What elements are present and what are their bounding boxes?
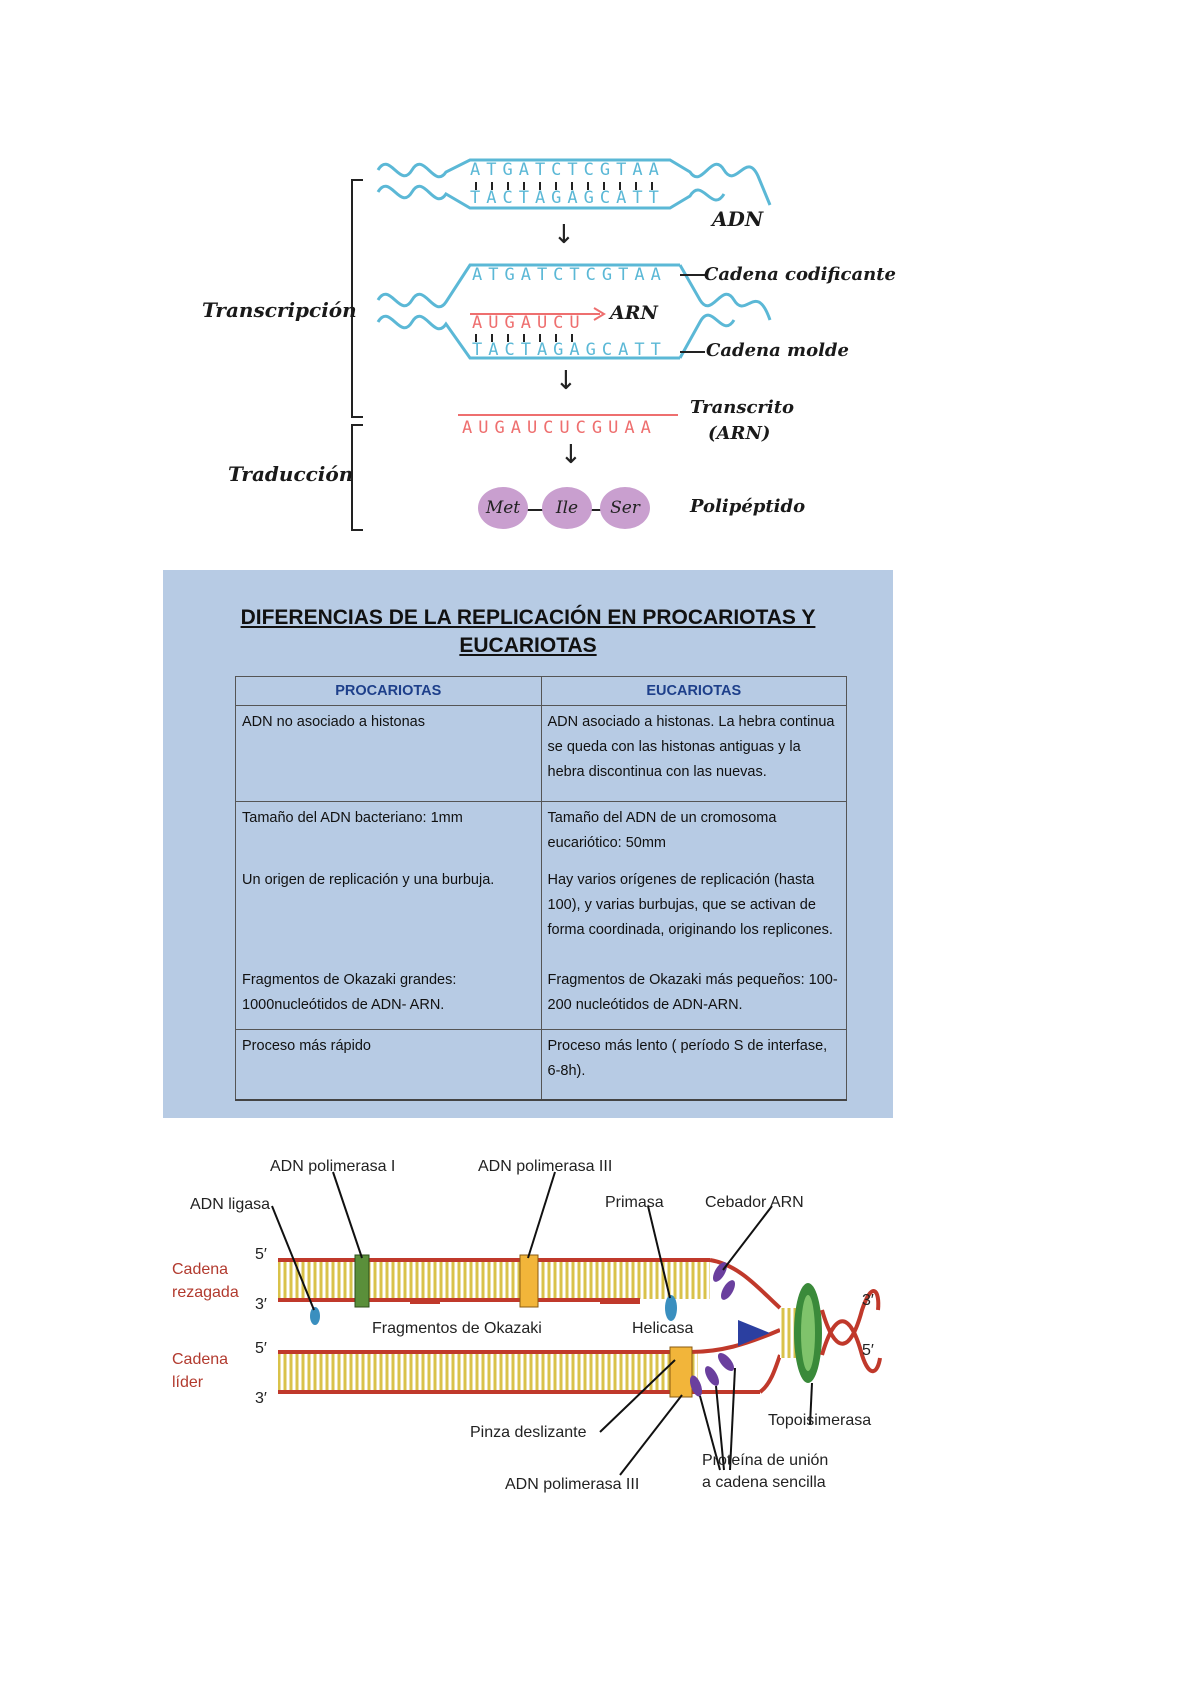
label-okazaki: Fragmentos de Okazaki bbox=[372, 1320, 542, 1337]
label-5prime-helix: 5′ bbox=[862, 1342, 874, 1359]
cell-procariota: Tamaño del ADN bacteriano: 1mm bbox=[235, 801, 542, 864]
table-row: Proceso más rápido Proceso más lento ( p… bbox=[235, 1029, 848, 1101]
diagram-bracket-lines bbox=[351, 158, 772, 531]
label-primasa: Primasa bbox=[605, 1194, 664, 1211]
ligase-shape bbox=[310, 1307, 320, 1325]
aminoacid-met: Met bbox=[478, 487, 528, 529]
table-row: Fragmentos de Okazaki grandes: 1000nucle… bbox=[235, 963, 848, 1030]
pointer-lines bbox=[271, 1171, 813, 1476]
label-leading-strand-1: Cadena bbox=[172, 1351, 229, 1368]
bond-lines-1 bbox=[475, 182, 653, 190]
down-arrow-icon: ↓ bbox=[560, 440, 582, 470]
helicase-shape bbox=[738, 1320, 770, 1346]
label-3prime-leading: 3′ bbox=[255, 1390, 267, 1407]
aminoacid-ile: Ile bbox=[542, 487, 592, 529]
label-dna-ligasa: ADN ligasa bbox=[190, 1196, 271, 1213]
cell-procariota: Fragmentos de Okazaki grandes: 1000nucle… bbox=[235, 963, 542, 1030]
label-adn: ADN bbox=[712, 207, 764, 231]
dna-pol-i-shape bbox=[354, 1254, 370, 1308]
cell-eucariota: ADN asociado a histonas. La hebra contin… bbox=[540, 705, 848, 802]
label-traduccion: Traducción bbox=[228, 462, 354, 486]
label-coding-strand: Cadena codificante bbox=[704, 264, 896, 285]
cell-eucariota: Fragmentos de Okazaki más pequeños: 100-… bbox=[540, 963, 848, 1030]
header-eucariotas: EUCARIOTAS bbox=[540, 676, 848, 706]
label-dna-pol-iii-bottom: ADN polimerasa III bbox=[505, 1476, 640, 1493]
leading-duplex bbox=[278, 1353, 698, 1391]
transcript-sequence: AUGAUCUCGUAA bbox=[462, 418, 657, 438]
label-transcripcion: Transcripción bbox=[202, 298, 357, 322]
table-row: Tamaño del ADN bacteriano: 1mm Tamaño de… bbox=[235, 801, 848, 864]
aminoacid-ser: Ser bbox=[600, 487, 650, 529]
cell-procariota: Proceso más rápido bbox=[235, 1029, 542, 1101]
table-row: Un origen de replicación y una burbuja. … bbox=[235, 863, 848, 964]
comparison-table-section: DIFERENCIAS DE LA REPLICACIÓN EN PROCARI… bbox=[163, 570, 893, 1118]
header-procariotas: PROCARIOTAS bbox=[235, 676, 542, 706]
table-title-line1: DIFERENCIAS DE LA REPLICACIÓN EN PROCARI… bbox=[240, 606, 816, 629]
cell-eucariota: Proceso más lento ( período S de interfa… bbox=[540, 1029, 848, 1101]
down-arrow-icon: ↓ bbox=[555, 366, 577, 396]
label-arn: ARN bbox=[610, 302, 658, 324]
label-lagging-strand-2: rezagada bbox=[172, 1284, 239, 1301]
comparison-table: PROCARIOTAS EUCARIOTAS ADN no asociado a… bbox=[235, 676, 848, 1101]
label-leading-strand-2: líder bbox=[172, 1374, 204, 1391]
label-3prime-helix: 3′ bbox=[862, 1292, 874, 1309]
label-5prime-lagging: 5′ bbox=[255, 1246, 267, 1263]
template-strand-sequence: TACTAGAGCATT bbox=[472, 340, 667, 360]
label-cebador-arn: Cebador ARN bbox=[705, 1194, 804, 1211]
dna-pol-iii-bottom-shape bbox=[669, 1346, 693, 1398]
bond-lines-2 bbox=[475, 334, 573, 342]
label-pinza-deslizante: Pinza deslizante bbox=[470, 1424, 587, 1441]
coding-strand-sequence: ATGATCTCGTAA bbox=[472, 265, 667, 285]
down-arrow-icon: ↓ bbox=[553, 220, 575, 250]
label-transcrito-arn: (ARN) bbox=[708, 423, 771, 444]
label-template-strand: Cadena molde bbox=[706, 340, 849, 361]
label-3prime-lagging: 3′ bbox=[255, 1296, 267, 1313]
table-header-row: PROCARIOTAS EUCARIOTAS bbox=[235, 676, 848, 706]
cell-eucariota: Tamaño del ADN de un cromosoma eucarióti… bbox=[540, 801, 848, 864]
label-5prime-leading: 5′ bbox=[255, 1340, 267, 1357]
primase-shape bbox=[665, 1295, 677, 1321]
label-helicasa: Helicasa bbox=[632, 1320, 694, 1337]
replication-fork-graphic bbox=[271, 1171, 882, 1476]
rna-sequence: AUGAUCU bbox=[472, 313, 586, 333]
dna-top-sequence: ATGATCTCGTAA bbox=[470, 160, 665, 180]
cell-eucariota: Hay varios orígenes de replicación (hast… bbox=[540, 863, 848, 964]
label-ssb-1: Proteína de unión bbox=[702, 1452, 829, 1469]
label-topoisomerasa: Topoisimerasa bbox=[768, 1412, 872, 1429]
cell-procariota: Un origen de replicación y una burbuja. bbox=[235, 863, 542, 964]
label-dna-pol-i: ADN polimerasa I bbox=[270, 1158, 396, 1175]
label-dna-pol-iii-top: ADN polimerasa III bbox=[478, 1158, 613, 1175]
dna-pol-iii-top-shape bbox=[519, 1254, 539, 1308]
label-lagging-strand-1: Cadena bbox=[172, 1261, 229, 1278]
label-transcrito: Transcrito bbox=[690, 397, 795, 418]
lagging-duplex bbox=[278, 1261, 710, 1299]
ssb-shapes bbox=[689, 1262, 735, 1397]
table-title-line2: EUCARIOTAS bbox=[459, 634, 597, 657]
cell-procariota: ADN no asociado a histonas bbox=[235, 705, 542, 802]
table-row: ADN no asociado a histonas ADN asociado … bbox=[235, 705, 848, 802]
label-polipeptido: Polipéptido bbox=[690, 496, 806, 517]
dna-bottom-sequence: TACTAGAGCATT bbox=[470, 188, 665, 208]
label-ssb-2: a cadena sencilla bbox=[702, 1474, 826, 1491]
